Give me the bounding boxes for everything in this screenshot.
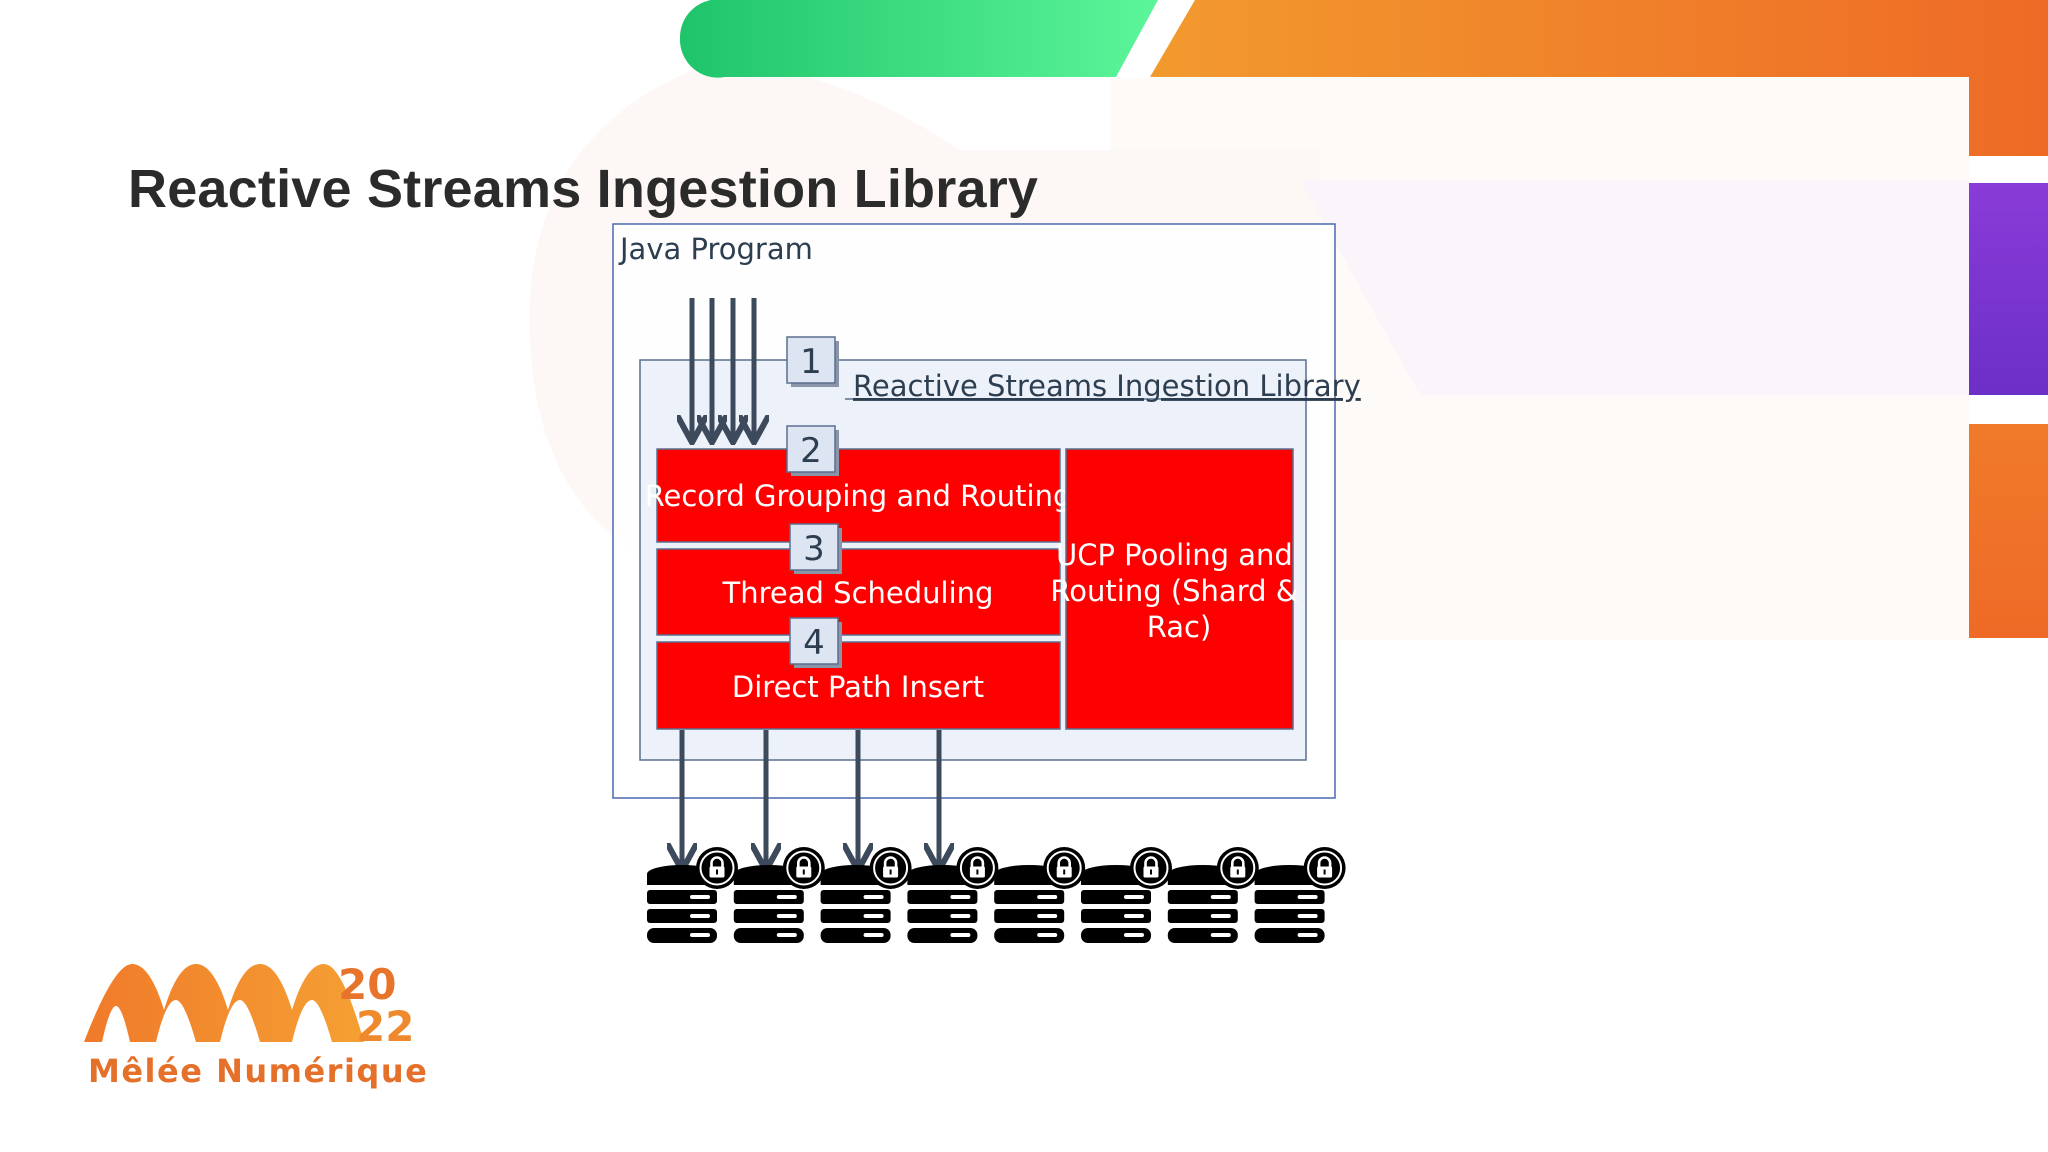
lock-icon — [868, 845, 913, 891]
green-accent-shape — [679, 0, 1158, 78]
database-icon — [733, 845, 827, 943]
lock-icon — [1215, 845, 1261, 891]
svg-text:3: 3 — [803, 529, 825, 569]
lock-icon — [1041, 845, 1087, 891]
record-grouping-block — [656, 448, 1061, 543]
slide-title: Reactive Streams Ingestion Library — [128, 159, 1039, 219]
database-icon — [1081, 845, 1174, 943]
database-icon — [820, 845, 913, 943]
record-grouping-label: Record Grouping and Routing — [645, 479, 1072, 513]
database-icon — [994, 845, 1087, 943]
svg-text:2: 2 — [800, 431, 822, 471]
java-program-label: Java Program — [618, 232, 813, 266]
outgoing-arrows — [682, 730, 939, 868]
logo-year-bottom: 22 — [356, 1002, 415, 1051]
incoming-arrows — [692, 298, 754, 440]
library-label: Reactive Streams Ingestion Library — [853, 369, 1361, 403]
database-icon — [1167, 845, 1261, 943]
step-badge-3: 3 — [789, 523, 842, 574]
lock-icon — [781, 845, 827, 891]
database-icon — [1254, 845, 1347, 943]
orange-accent-band — [1150, 0, 2048, 156]
database-icon — [907, 845, 1000, 943]
database-icon — [647, 845, 740, 943]
svg-text:1: 1 — [800, 342, 822, 382]
logo-name: Mêlée Numérique — [88, 1052, 429, 1090]
lock-icon — [694, 845, 740, 891]
lock-icon — [955, 845, 1000, 891]
lock-icon — [1128, 845, 1174, 891]
logo-mark — [84, 964, 364, 1042]
ucp-pooling-label: UCP Pooling and Routing (Shard & Rac) — [1050, 538, 1307, 644]
direct-path-insert-label: Direct Path Insert — [732, 670, 984, 704]
lock-icon — [1302, 845, 1347, 891]
step-badge-1: 1 — [786, 336, 839, 387]
thread-scheduling-block — [656, 548, 1061, 636]
orange-accent-bar — [1969, 424, 2048, 638]
event-logo: 20 22 Mêlée Numérique — [80, 960, 427, 1100]
step-badge-4: 4 — [789, 617, 842, 668]
thread-scheduling-label: Thread Scheduling — [722, 576, 994, 610]
direct-path-insert-block — [656, 641, 1061, 730]
purple-accent-bar — [1969, 183, 2048, 395]
ucp-pooling-block — [1065, 448, 1294, 730]
svg-text:4: 4 — [803, 623, 825, 663]
logo-year-top: 20 — [338, 960, 397, 1009]
step-badge-2: 2 — [786, 425, 839, 476]
database-row — [647, 845, 1347, 943]
